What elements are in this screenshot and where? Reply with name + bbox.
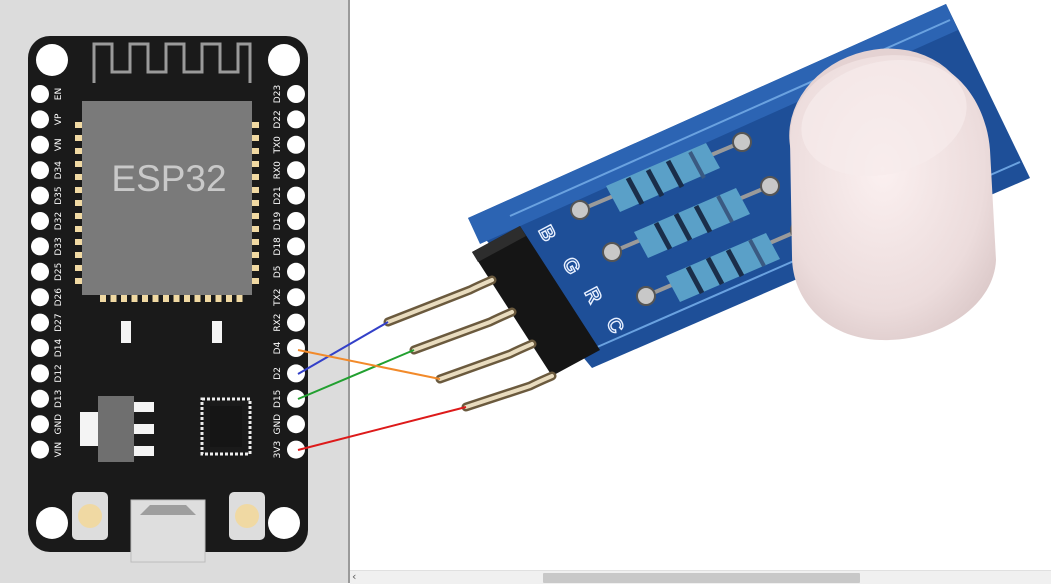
antenna-trace (92, 42, 252, 83)
pin-hole-d15-right (287, 389, 305, 408)
pin-label-d18-right: D18 (273, 237, 283, 256)
mount-hole (268, 507, 300, 539)
pin-hole-d22-right (287, 110, 305, 129)
pin-hole-d14-left (31, 339, 49, 357)
header-pins (383, 275, 557, 412)
pin-hole-rx2-right (287, 313, 305, 332)
wire-d4-to-r (297, 349, 441, 380)
pin-hole-d23-right (287, 85, 305, 103)
chip-label: ESP32 (111, 158, 226, 199)
pin-label-gnd-right: GND (273, 414, 283, 435)
pin-label-en-left: EN (54, 88, 64, 100)
pin-label-d25-left: D25 (54, 263, 64, 281)
wire-3v3-to-c (297, 406, 467, 451)
pin-label-d34-left: D34 (54, 161, 64, 180)
pin-label-d12-left: D12 (54, 364, 64, 382)
pin-hole-d25-left (31, 262, 49, 281)
micro-usb-port (130, 499, 206, 563)
boot-button[interactable] (229, 492, 265, 540)
pin-hole-gnd-right (287, 415, 305, 434)
mount-hole (268, 44, 300, 76)
horizontal-scrollbar[interactable]: ‹ (350, 570, 1051, 584)
pin-label-d27-left: D27 (54, 313, 64, 331)
esp32-chip (82, 101, 252, 295)
pin-hole-en-left (31, 85, 49, 103)
rgb-led-module: B G R C (383, 4, 1030, 412)
smd-component (212, 321, 222, 343)
pin-label-d19-right: D19 (273, 212, 283, 231)
pin-hole-d26-left (31, 288, 49, 307)
pin-hole-vin-left (31, 440, 49, 459)
pin-header (472, 226, 600, 376)
pin-label-rx0-right: RX0 (273, 161, 283, 179)
pin-hole-gnd-left (31, 415, 49, 434)
pin-hole-3v3-right (287, 440, 305, 459)
pin-hole-d32-left (31, 212, 49, 230)
mount-hole (36, 44, 68, 76)
pin-label-d32-left: D32 (54, 212, 64, 230)
pin-label-d15-right: D15 (273, 390, 283, 408)
pin-hole-d13-left (31, 389, 49, 408)
resistor (602, 176, 780, 262)
pin-hole-d19-right (287, 212, 305, 230)
pin-label-d21-right: D21 (273, 186, 283, 204)
pin-label-d23-right: D23 (273, 85, 283, 103)
pin-hole-d21-right (287, 186, 305, 205)
pin-label-d2-right: D2 (273, 367, 283, 380)
pin-label-3v3-right: 3V3 (273, 441, 283, 459)
chip-pads (75, 122, 259, 302)
pin-hole-rx0-right (287, 161, 305, 180)
smd-component (121, 321, 131, 343)
scroll-left-arrow-icon[interactable]: ‹ (352, 570, 357, 583)
pin-hole-d27-left (31, 313, 49, 332)
pin-label-tx0-right: TX0 (273, 136, 283, 155)
usb-uart-chip (200, 397, 252, 456)
rgb-led (789, 48, 996, 341)
wire-d15-to-g (297, 349, 415, 400)
pin-label-d4-right: D4 (273, 341, 283, 354)
pin-hole-d2-right (287, 364, 305, 383)
pin-hole-d35-left (31, 186, 49, 205)
pin-label-d33-left: D33 (54, 237, 64, 255)
wires (297, 321, 467, 451)
wire-d2-to-b (297, 321, 389, 375)
pin-hole-d5-right (287, 262, 305, 281)
pin-label-vp-left: VP (54, 113, 64, 125)
en-button[interactable] (72, 492, 108, 540)
voltage-regulator (80, 396, 154, 462)
pin-hole-d34-left (31, 161, 49, 180)
pin-label-d13-left: D13 (54, 390, 64, 408)
esp32-board: ESP32 EN VP VN D34 (28, 36, 308, 563)
pin-label-d5-right: D5 (273, 265, 283, 278)
pin-hole-d12-left (31, 364, 49, 383)
pin-hole-vn-left (31, 135, 49, 154)
pin-label-gnd-left: GND (54, 414, 64, 435)
pin-hole-d18-right (287, 237, 305, 256)
pin-label-d26-left: D26 (54, 288, 64, 307)
resistor (570, 132, 752, 220)
scroll-thumb[interactable] (543, 573, 860, 583)
pin-label-vin-left: VIN (54, 442, 64, 458)
mount-hole (36, 507, 68, 539)
pin-hole-d33-left (31, 237, 49, 256)
pin-label-vn-left: VN (54, 138, 64, 151)
pin-hole-vp-left (31, 110, 49, 129)
pin-label-rx2-right: RX2 (273, 314, 283, 332)
pin-label-d22-right: D22 (273, 110, 283, 128)
pin-label-tx2-right: TX2 (273, 289, 283, 307)
pin-hole-tx2-right (287, 288, 305, 307)
pin-hole-d4-right (287, 339, 305, 357)
pin-hole-tx0-right (287, 135, 305, 154)
pin-label-d14-left: D14 (54, 339, 64, 358)
pin-label-d35-left: D35 (54, 186, 64, 204)
